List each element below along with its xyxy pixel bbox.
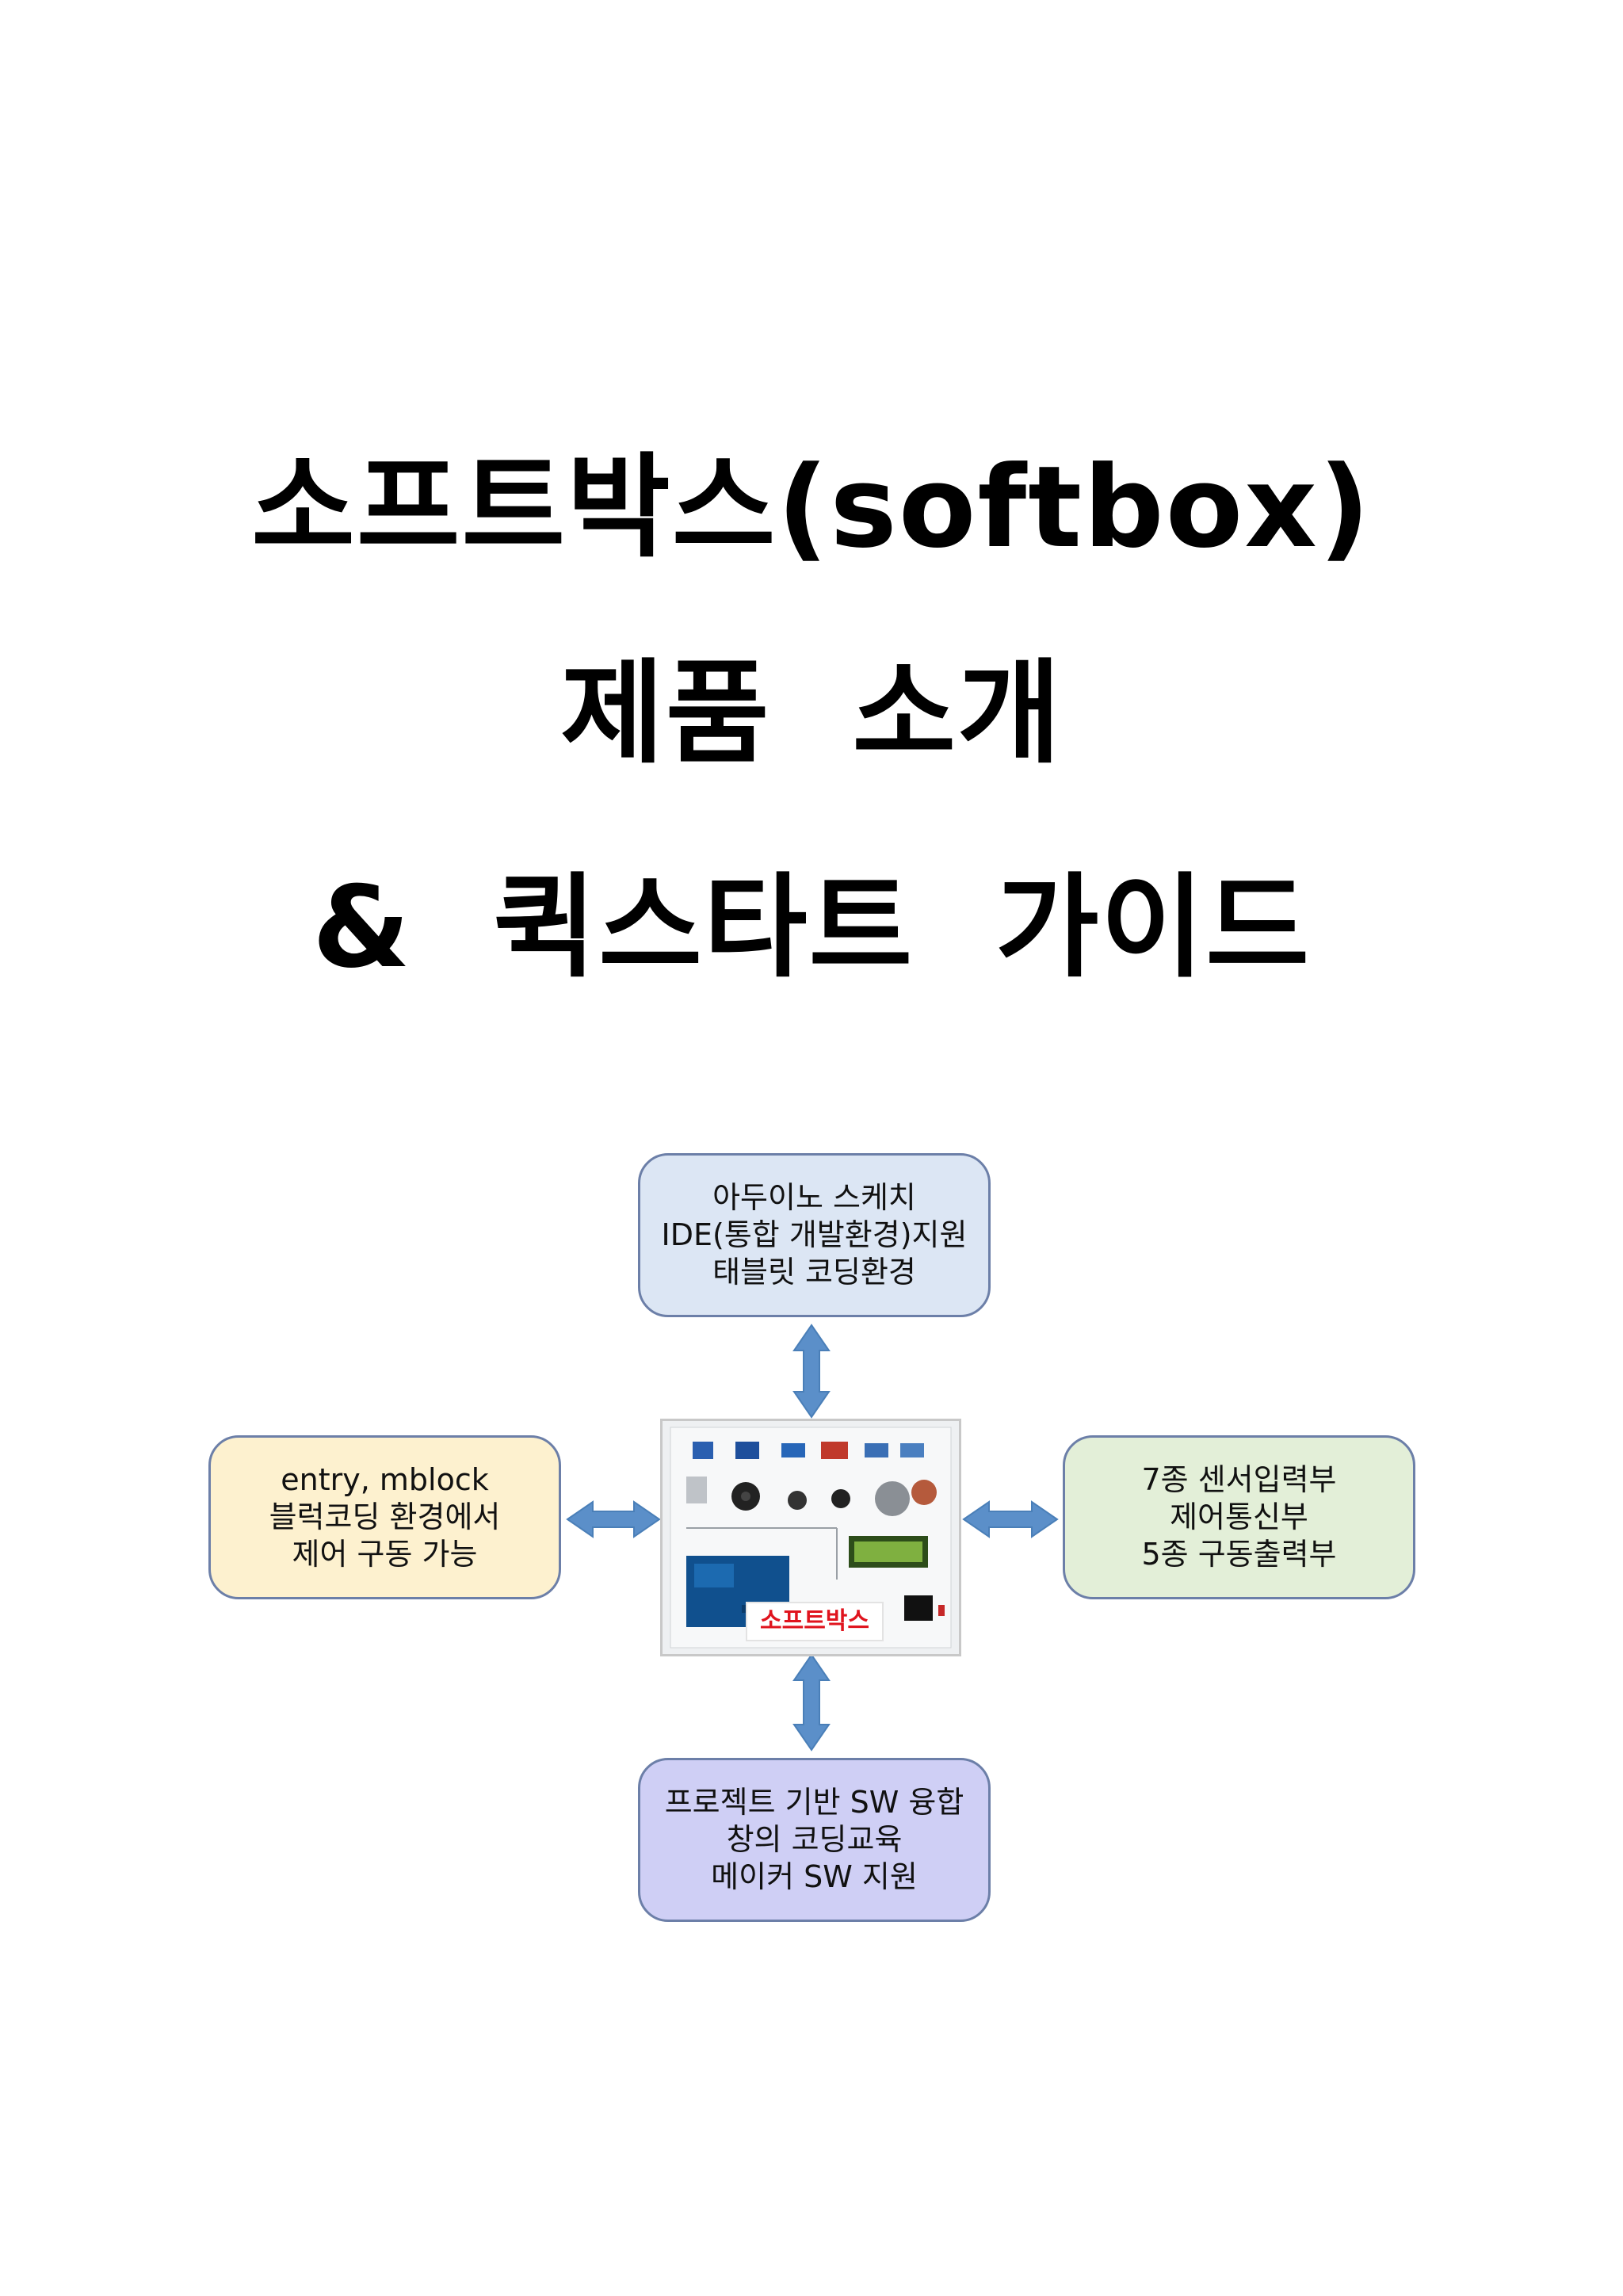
- double-arrow-top: [792, 1324, 831, 1419]
- double-arrow-bottom: [792, 1653, 831, 1752]
- feature-box-sensors-outputs: 7종 센서입력부 제어통신부 5종 구동출력부: [1063, 1435, 1415, 1599]
- title-line-3: & 퀵스타트 가이드: [311, 862, 1312, 993]
- title-line-2: 제품 소개: [560, 648, 1063, 779]
- feature-box-line: entry, mblock: [281, 1462, 489, 1497]
- feature-box-line: 아두이노 스케치: [712, 1180, 916, 1215]
- title-line-1: 소프트박스(softbox): [251, 442, 1372, 573]
- double-arrow-left: [566, 1500, 661, 1538]
- feature-box-line: 7종 센서입력부: [1141, 1462, 1337, 1497]
- product-photo-softbox: 소프트박스: [660, 1419, 961, 1656]
- feature-box-line: 태블릿 코딩환경: [712, 1255, 916, 1289]
- feature-box-line: 제어 구동 가능: [292, 1537, 478, 1572]
- product-label: 소프트박스: [746, 1602, 884, 1641]
- feature-box-line: 프로젝트 기반 SW 융합: [664, 1785, 964, 1820]
- feature-box-line: 메이커 SW 지원: [711, 1859, 918, 1894]
- double-arrow-right: [962, 1500, 1059, 1538]
- feature-box-line: 제어통신부: [1170, 1499, 1308, 1534]
- feature-box-line: 블럭코딩 환경에서: [269, 1499, 501, 1534]
- feature-box-block-coding: entry, mblock 블럭코딩 환경에서 제어 구동 가능: [208, 1435, 561, 1599]
- feature-box-education: 프로젝트 기반 SW 융합 창의 코딩교육 메이커 SW 지원: [638, 1758, 991, 1922]
- feature-box-line: IDE(통합 개발환경)지원: [661, 1217, 968, 1252]
- feature-box-ide-support: 아두이노 스케치 IDE(통합 개발환경)지원 태블릿 코딩환경: [638, 1153, 991, 1317]
- feature-box-line: 5종 구동출력부: [1141, 1537, 1337, 1572]
- feature-box-line: 창의 코딩교육: [726, 1822, 903, 1857]
